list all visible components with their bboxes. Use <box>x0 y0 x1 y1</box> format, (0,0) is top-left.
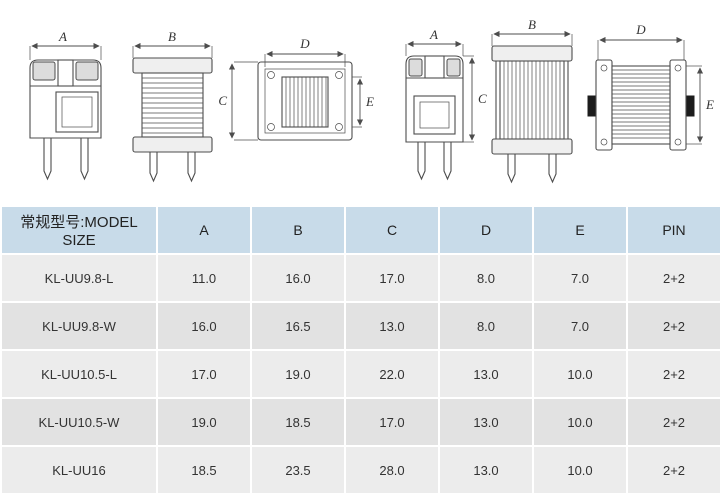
table-row: KL-UU10.5-L 17.0 19.0 22.0 13.0 10.0 2+2 <box>0 349 722 399</box>
dim-cell-a: 18.5 <box>156 445 252 495</box>
dim-label-c2: C <box>478 91 487 106</box>
dim-cell-e: 10.0 <box>532 397 628 447</box>
dim-cell-c: 22.0 <box>344 349 440 399</box>
pin-cell: 2+2 <box>626 445 722 495</box>
dim-cell-c: 17.0 <box>344 253 440 303</box>
dim-cell-c: 28.0 <box>344 445 440 495</box>
dim-cell-b: 18.5 <box>250 397 346 447</box>
dim-cell-c: 17.0 <box>344 397 440 447</box>
dim-cell-a: 17.0 <box>156 349 252 399</box>
drawing-uu-l-front-view: A <box>29 29 102 181</box>
model-cell: KL-UU10.5-L <box>0 349 158 399</box>
dim-label-b2: B <box>528 17 536 32</box>
dim-label-e2: E <box>705 97 714 112</box>
pin-cell: 2+2 <box>626 301 722 351</box>
table-row: KL-UU9.8-W 16.0 16.5 13.0 8.0 7.0 2+2 <box>0 301 722 351</box>
dim-cell-d: 8.0 <box>438 301 534 351</box>
model-size-table: 常规型号:MODEL SIZE A B C D E PIN KL-UU9.8-L… <box>0 205 722 495</box>
dim-cell-b: 19.0 <box>250 349 346 399</box>
dim-label-e1: E <box>365 94 374 109</box>
dim-cell-b: 16.0 <box>250 253 346 303</box>
dim-label-a1: A <box>58 29 67 44</box>
pin-cell: 2+2 <box>626 349 722 399</box>
dim-cell-a: 16.0 <box>156 301 252 351</box>
table-row: KL-UU9.8-L 11.0 16.0 17.0 8.0 7.0 2+2 <box>0 253 722 303</box>
column-header-model: 常规型号:MODEL SIZE <box>0 205 158 255</box>
dim-cell-b: 16.5 <box>250 301 346 351</box>
drawing-uu-w-side-view: B <box>491 17 573 184</box>
column-header-e: E <box>532 205 628 255</box>
column-header-c: C <box>344 205 440 255</box>
pin-cell: 2+2 <box>626 397 722 447</box>
dim-cell-d: 8.0 <box>438 253 534 303</box>
dim-cell-e: 7.0 <box>532 253 628 303</box>
dim-cell-c: 13.0 <box>344 301 440 351</box>
model-cell: KL-UU9.8-L <box>0 253 158 303</box>
dim-cell-d: 13.0 <box>438 349 534 399</box>
dim-cell-e: 10.0 <box>532 349 628 399</box>
dim-cell-a: 19.0 <box>156 397 252 447</box>
technical-drawings: A B C <box>0 0 722 205</box>
drawing-uu-w-front-view: A C <box>405 27 487 181</box>
dim-label-c1: C <box>218 93 227 108</box>
dim-cell-e: 7.0 <box>532 301 628 351</box>
column-header-a: A <box>156 205 252 255</box>
dim-label-d1: D <box>299 36 310 51</box>
dim-cell-d: 13.0 <box>438 397 534 447</box>
table-row: KL-UU16 18.5 23.5 28.0 13.0 10.0 2+2 <box>0 445 722 495</box>
model-cell: KL-UU10.5-W <box>0 397 158 447</box>
model-cell: KL-UU16 <box>0 445 158 495</box>
drawing-uu16-face-view: D E <box>587 22 714 151</box>
dim-cell-d: 13.0 <box>438 445 534 495</box>
dim-cell-b: 23.5 <box>250 445 346 495</box>
table-row: KL-UU10.5-W 19.0 18.5 17.0 13.0 10.0 2+2 <box>0 397 722 447</box>
pin-cell: 2+2 <box>626 253 722 303</box>
column-header-pin: PIN <box>626 205 722 255</box>
dim-label-d2: D <box>635 22 646 37</box>
dim-label-b1: B <box>168 29 176 44</box>
column-header-b: B <box>250 205 346 255</box>
drawing-uu-l-side-view: B <box>132 29 213 183</box>
dim-cell-e: 10.0 <box>532 445 628 495</box>
model-cell: KL-UU9.8-W <box>0 301 158 351</box>
table-header-row: 常规型号:MODEL SIZE A B C D E PIN <box>0 205 722 255</box>
column-header-d: D <box>438 205 534 255</box>
drawing-uu-l-face-view: C D E <box>218 36 374 141</box>
dim-label-a2: A <box>429 27 438 42</box>
dim-cell-a: 11.0 <box>156 253 252 303</box>
